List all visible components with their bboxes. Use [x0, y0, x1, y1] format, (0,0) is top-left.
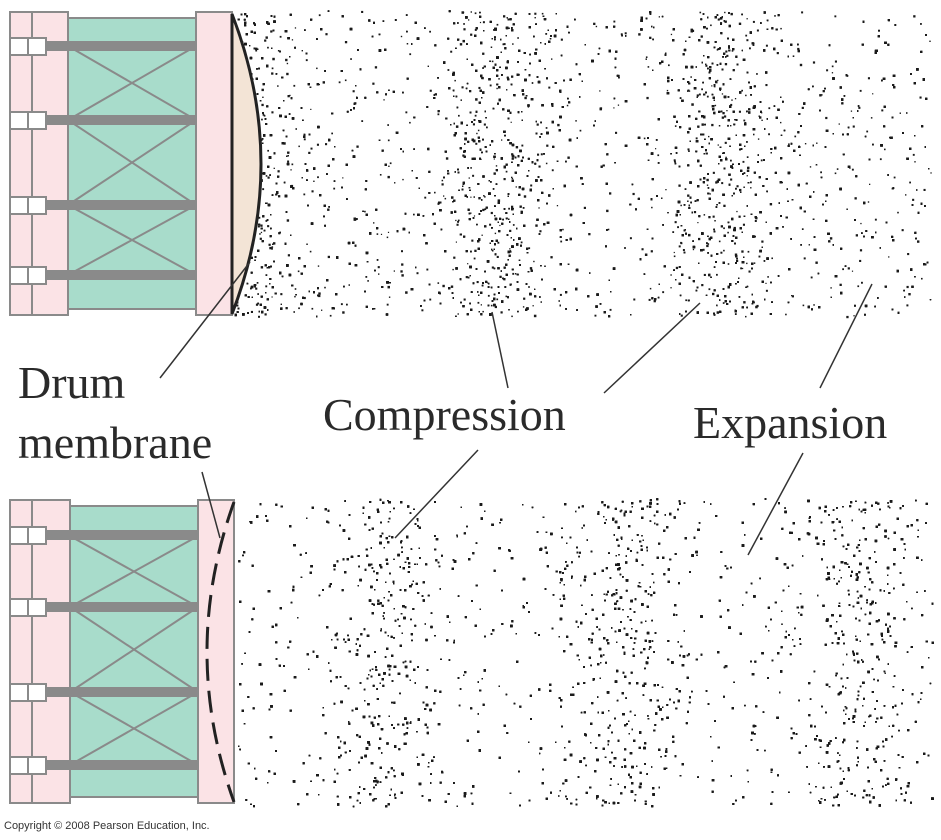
- drum-shell: [69, 505, 199, 798]
- leader-lines: [159, 261, 873, 556]
- drum-membrane-label-line2: membrane: [18, 420, 212, 466]
- drum-membrane-bulged: [230, 13, 263, 315]
- tension-rods: [44, 41, 200, 280]
- top-panel: [9, 10, 932, 319]
- tension-lugs: [9, 37, 47, 285]
- drum-back-hoop: [9, 11, 69, 316]
- bottom-drum: [9, 499, 236, 804]
- bottom-air-region: [238, 498, 934, 808]
- expansion-label: Expansion: [693, 400, 887, 446]
- compression-label: Compression: [323, 392, 566, 438]
- compression-leader-1: [491, 311, 509, 389]
- drum-membrane-label-line1: Drum: [18, 360, 125, 406]
- drum-membrane-leader-top: [159, 261, 251, 379]
- tension-lugs: [9, 526, 47, 775]
- tension-rods: [44, 530, 200, 770]
- compression-leader-2: [603, 302, 701, 394]
- drum-front-hoop: [195, 11, 233, 316]
- copyright-notice: Copyright © 2008 Pearson Education, Inc.: [4, 820, 210, 832]
- drum-membrane-leader-bottom: [201, 471, 221, 539]
- compression-leader-3: [394, 449, 479, 539]
- expansion-leader-1: [819, 283, 873, 389]
- top-drum: [9, 11, 263, 316]
- drum-front-hoop: [197, 499, 235, 804]
- expansion-leader-2: [747, 452, 804, 556]
- bottom-panel: [9, 498, 934, 808]
- shell-cross-lines: [69, 535, 199, 766]
- drum-back-hoop: [9, 499, 71, 804]
- shell-cross-lines: [67, 45, 197, 276]
- top-air-region: [234, 10, 932, 319]
- drum-membrane-retracted: [205, 501, 236, 803]
